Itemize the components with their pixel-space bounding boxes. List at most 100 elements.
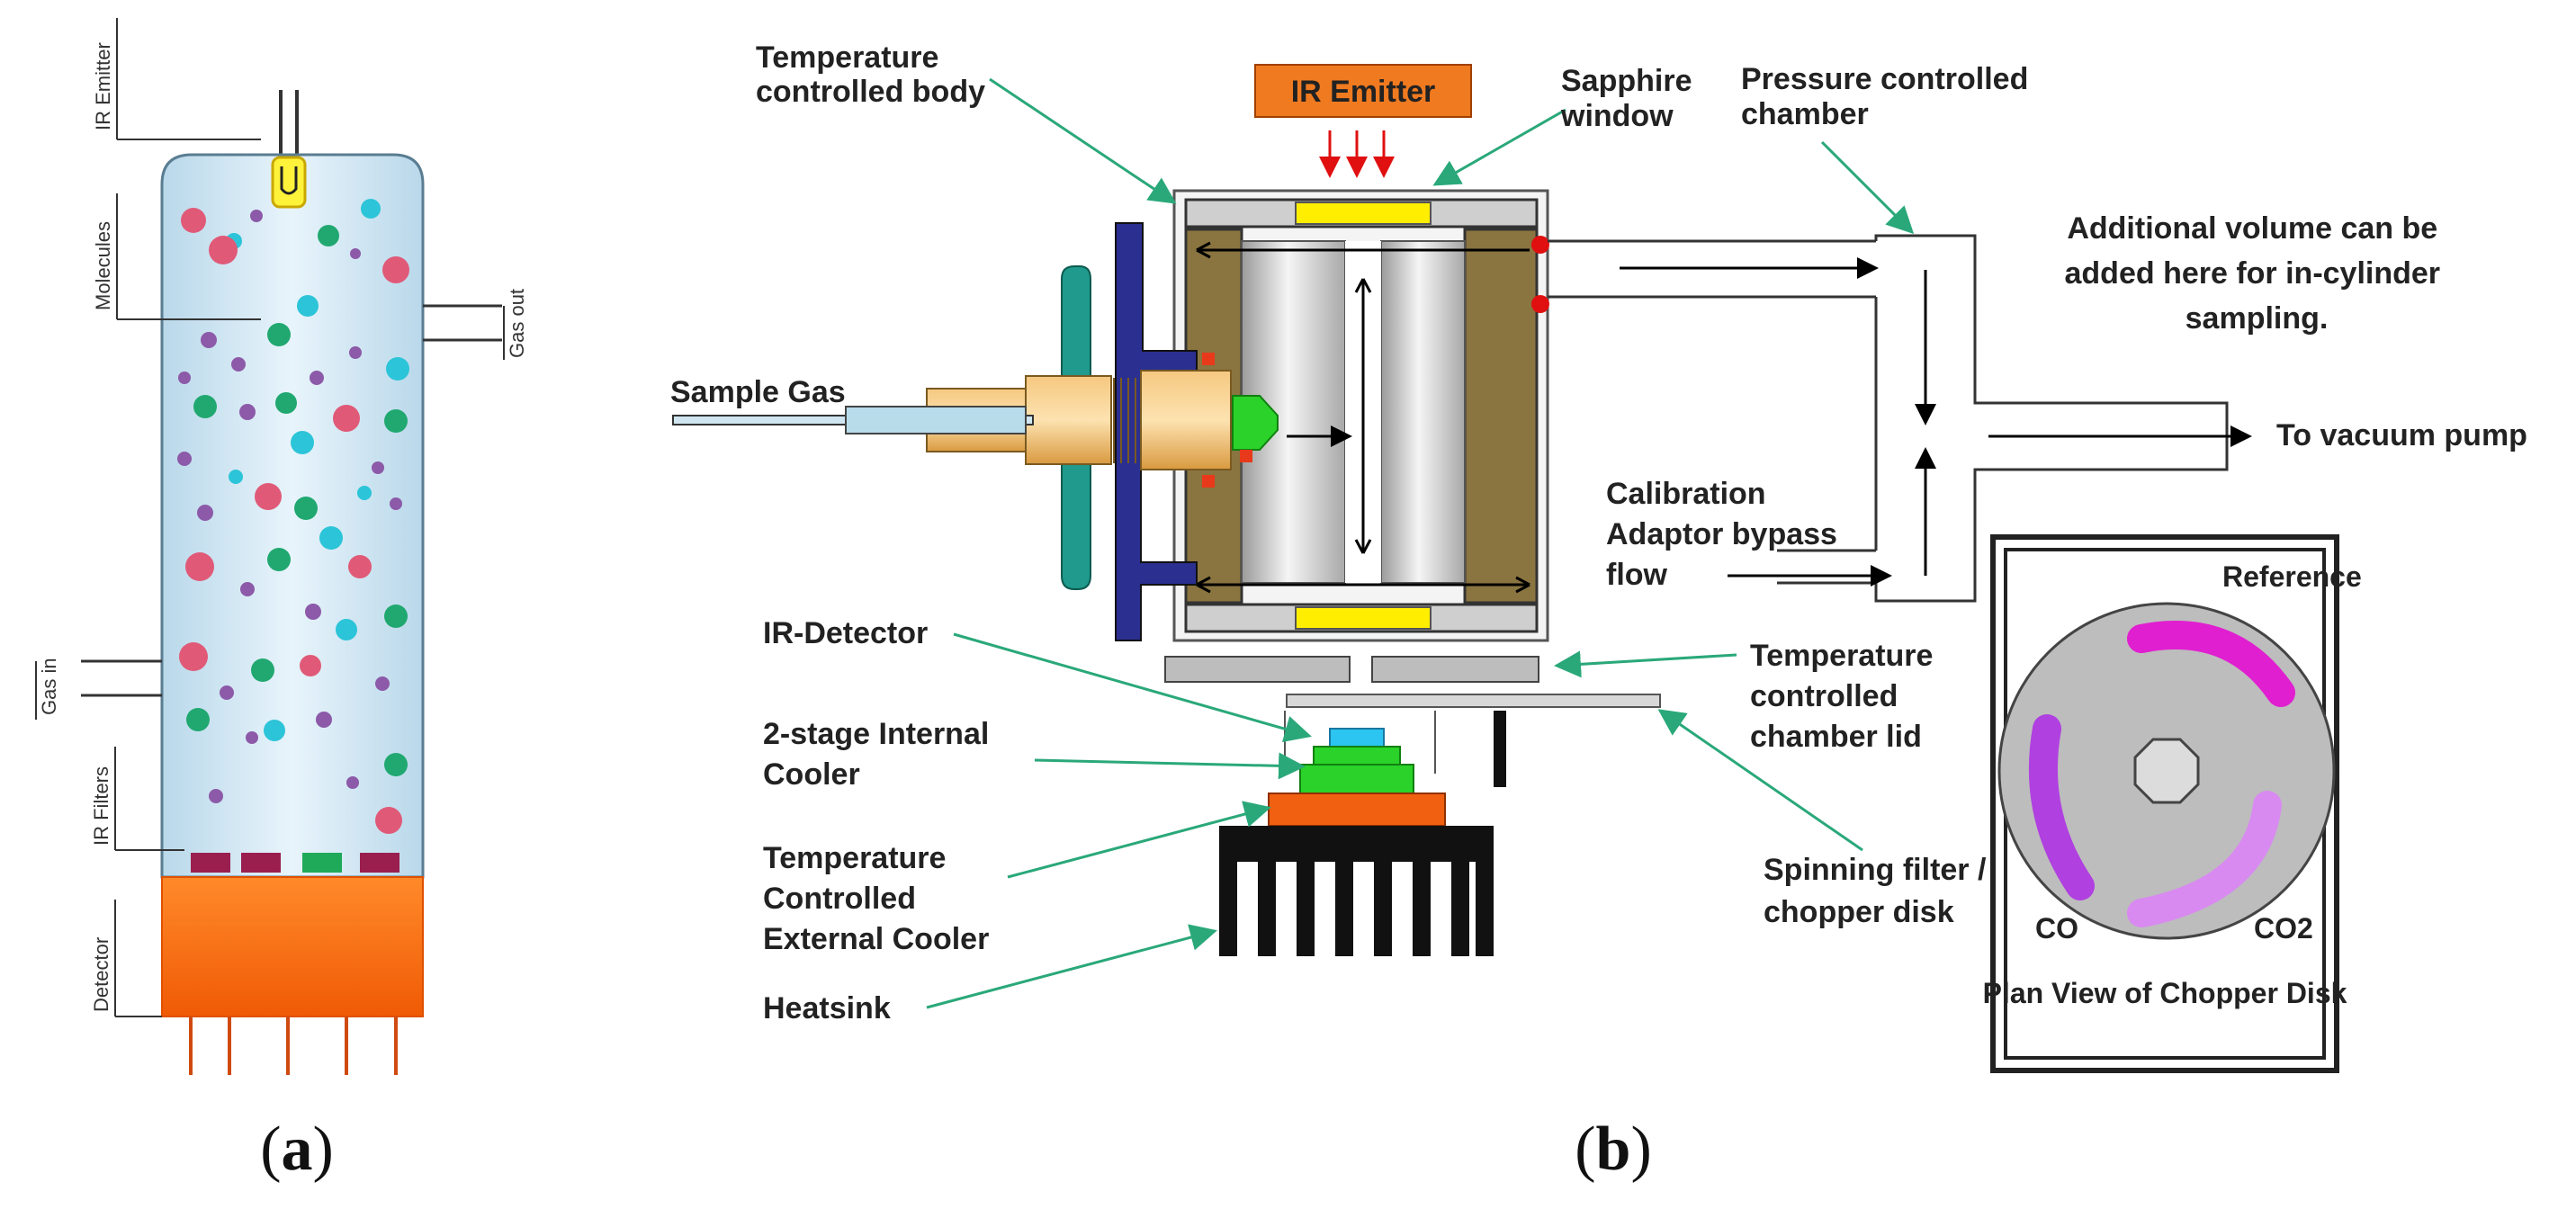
label-2-stage-internal-cooler: 2-stage Internal Cooler: [763, 717, 998, 792]
molecule: [291, 431, 314, 454]
co2-filter-arc: [2127, 791, 2282, 927]
molecule: [390, 497, 402, 510]
molecule: [375, 807, 402, 834]
external-cooler: [1268, 793, 1446, 827]
molecule: [178, 372, 191, 384]
label-external-cooler: Temperature Controlled External Cooler: [763, 841, 989, 956]
reference-filter-arc: [2127, 621, 2295, 707]
ir-filter: [302, 853, 342, 873]
chopper-disk: [1286, 694, 1661, 708]
molecule: [361, 199, 381, 219]
molecule: [193, 395, 217, 418]
label-molecules: Molecules: [92, 221, 114, 310]
label-chamber-lid: Temperature controlled chamber lid: [1750, 639, 1942, 754]
molecule: [246, 731, 258, 744]
label-ir-emitter-a: IR Emitter: [92, 42, 114, 130]
ir-filter: [241, 853, 281, 873]
heatsink: [1219, 826, 1494, 956]
ir-emitter-box-label: IR Emitter: [1291, 75, 1436, 109]
cell-flow-arrows: [1196, 241, 1530, 594]
molecule: [294, 497, 318, 520]
molecule: [209, 236, 238, 264]
brass-fitting-nut: [1025, 375, 1112, 465]
molecule: [201, 332, 217, 348]
o-ring: [1531, 236, 1549, 254]
sample-inlet-filter: [1232, 395, 1279, 451]
sample-gas-sleeve: [845, 406, 1027, 434]
molecule: [333, 405, 360, 432]
ir-emitter-bulb: [271, 156, 307, 209]
molecule: [372, 461, 384, 474]
molecule: [229, 470, 243, 484]
molecule: [297, 295, 319, 317]
molecule: [181, 208, 206, 233]
callout-arrows: [926, 77, 1915, 1009]
label-calibration-bypass: Calibration Adaptor bypass flow: [1606, 477, 1845, 592]
molecule: [255, 483, 282, 510]
ir-filter: [191, 853, 230, 873]
molecule: [316, 712, 332, 728]
label-ir-detector: IR-Detector: [763, 616, 928, 650]
molecule: [275, 392, 297, 414]
chamber-flow-arrows: [1620, 257, 2252, 587]
molecule: [209, 789, 223, 803]
molecule: [300, 655, 321, 676]
label-spinning-filter: Spinning filter / chopper disk: [1764, 853, 1995, 929]
seal: [1240, 450, 1252, 462]
caption-a: (a): [260, 1115, 334, 1184]
ir-filters: [191, 853, 399, 873]
sapphire-window-bottom: [1295, 606, 1432, 630]
label-sapphire-window: Sapphire window: [1560, 64, 1701, 133]
sapphire-window-top: [1295, 202, 1432, 225]
chopper-shaft: [1494, 711, 1506, 787]
molecule: [384, 604, 408, 628]
cell-wall-right: [1463, 228, 1539, 604]
molecule: [384, 753, 408, 776]
molecule: [346, 776, 359, 789]
label-detector: Detector: [90, 937, 112, 1012]
molecule: [185, 552, 214, 581]
label-ir-filters: IR Filters: [90, 766, 112, 846]
internal-cooler-stage-2: [1299, 764, 1414, 794]
molecule: [220, 685, 234, 700]
molecule: [386, 357, 409, 381]
ir-filter: [360, 853, 399, 873]
label-temperature-controlled-body: Temperature controlled body: [756, 40, 985, 109]
co-filter-arc: [2028, 714, 2095, 900]
label-co2: CO2: [2254, 912, 2313, 945]
label-reference: Reference: [2222, 560, 2362, 593]
molecule: [310, 371, 324, 385]
label-co: CO: [2035, 912, 2078, 945]
ir-emitter-box: [1254, 64, 1472, 118]
label-heatsink: Heatsink: [763, 991, 891, 1025]
molecule: [250, 210, 263, 222]
molecule: [267, 323, 291, 346]
molecules-cloud: [177, 199, 409, 834]
molecule: [251, 658, 274, 682]
detector-block: [161, 876, 424, 1017]
label-to-vacuum-pump: To vacuum pump: [2276, 418, 2527, 452]
molecule: [197, 505, 213, 521]
molecule: [267, 548, 291, 571]
molecule: [349, 346, 362, 359]
molecule: [348, 555, 372, 578]
molecule: [186, 708, 210, 731]
molecule: [240, 582, 255, 596]
panel-b-analyzer: IR Emitter: [670, 40, 2527, 1073]
label-sample-gas: Sample Gas: [670, 375, 846, 409]
panel-a-leader-lines: [35, 18, 505, 1017]
chopper-hub: [2133, 738, 2200, 804]
chamber-lid-right: [1371, 656, 1539, 683]
caption-b: (b): [1575, 1115, 1652, 1184]
molecule: [305, 604, 321, 620]
cell-inner-right: [1380, 240, 1466, 584]
brass-fitting-body: [1140, 370, 1232, 470]
chamber-lid-left: [1164, 656, 1351, 683]
o-ring: [1531, 295, 1549, 313]
fitting-threads: [1113, 378, 1136, 463]
molecule: [179, 642, 208, 671]
molecule: [319, 526, 343, 550]
panel-a-ndir-cell: IR Emitter Molecules Gas out Gas in IR F…: [35, 18, 528, 1075]
molecule: [336, 619, 357, 640]
